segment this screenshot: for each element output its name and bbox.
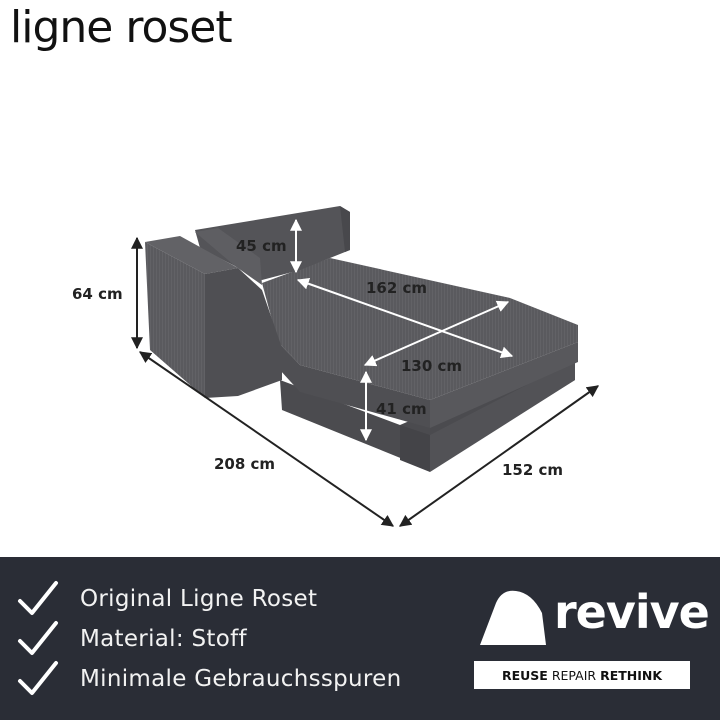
feature-text: Minimale Gebrauchsspuren	[80, 666, 402, 692]
revive-logo: revive REUSE REPAIR RETHINK	[470, 585, 710, 715]
feature-item: Minimale Gebrauchsspuren	[16, 659, 402, 699]
info-panel: Original Ligne Roset Material: Stoff Min…	[0, 557, 720, 720]
revive-mark-icon	[480, 590, 546, 645]
feature-item: Original Ligne Roset	[16, 579, 402, 619]
length-label: 208 cm	[214, 455, 275, 473]
seat-width-label: 130 cm	[401, 357, 462, 375]
checkmark-icon	[18, 661, 58, 695]
brand-logo: ligne roset	[10, 2, 233, 53]
checkmark-icon	[18, 581, 58, 615]
feature-list: Original Ligne Roset Material: Stoff Min…	[16, 579, 402, 699]
width-line	[399, 385, 599, 527]
sofa-illustration: 64 cm 45 cm 162 cm 130 cm 41 cm 208 cm 1…	[72, 206, 599, 527]
feature-text: Material: Stoff	[80, 626, 247, 652]
tagline-reuse: REUSE	[501, 667, 548, 683]
length-line	[139, 351, 394, 527]
seat-depth-label: 162 cm	[366, 279, 427, 297]
backrest-height-label: 45 cm	[236, 237, 287, 255]
revive-wordmark: revive	[554, 585, 710, 639]
tagline-repair: REPAIR	[551, 667, 597, 683]
checkmark-icon	[18, 621, 58, 655]
width-label: 152 cm	[502, 461, 563, 479]
feature-text: Original Ligne Roset	[80, 586, 318, 612]
seat-height-label: 41 cm	[376, 400, 427, 418]
height-total-label: 64 cm	[72, 285, 123, 303]
tagline-rethink: RETHINK	[600, 667, 663, 683]
feature-item: Material: Stoff	[16, 619, 402, 659]
backrest	[195, 206, 350, 285]
revive-tagline: REUSE REPAIR RETHINK	[474, 661, 690, 689]
